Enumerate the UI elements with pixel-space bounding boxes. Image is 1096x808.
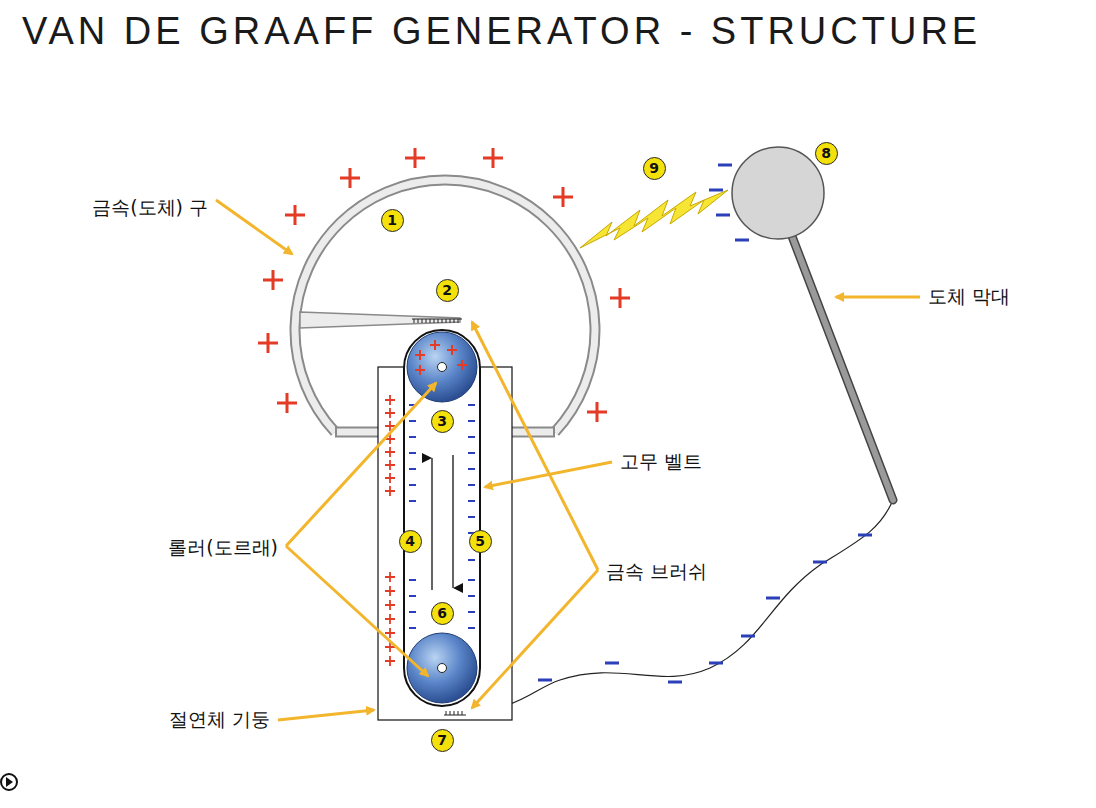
callout-number: 5	[469, 530, 492, 553]
callout-number: 8	[815, 142, 838, 165]
callout-number: 6	[431, 602, 454, 625]
callout-text: 7	[437, 733, 447, 747]
callout-number: 3	[431, 410, 454, 433]
callout-text: 2	[442, 283, 452, 297]
callout-text: 6	[437, 606, 447, 620]
callout-number: 4	[399, 530, 422, 553]
callout-number: 9	[643, 157, 666, 180]
callout-number: 7	[431, 729, 454, 752]
part-label: 금속(도체) 구	[92, 195, 208, 221]
callout-text: 1	[387, 213, 397, 227]
callout-text: 9	[649, 161, 659, 175]
callout-number: 1	[381, 209, 404, 232]
part-label: 롤러(도르래)	[168, 535, 278, 561]
diagram-title: VAN DE GRAAFF GENERATOR - STRUCTURE	[22, 10, 981, 53]
part-label: 절연체 기둥	[169, 707, 270, 733]
callout-text: 8	[821, 146, 831, 160]
callout-number: 2	[436, 279, 459, 302]
part-label: 고무 벨트	[620, 449, 702, 475]
part-label: 금속 브러쉬	[606, 559, 707, 585]
callout-text: 4	[405, 534, 415, 548]
callout-text: 3	[437, 414, 447, 428]
part-label: 도체 막대	[928, 284, 1010, 310]
callout-text: 5	[475, 534, 485, 548]
